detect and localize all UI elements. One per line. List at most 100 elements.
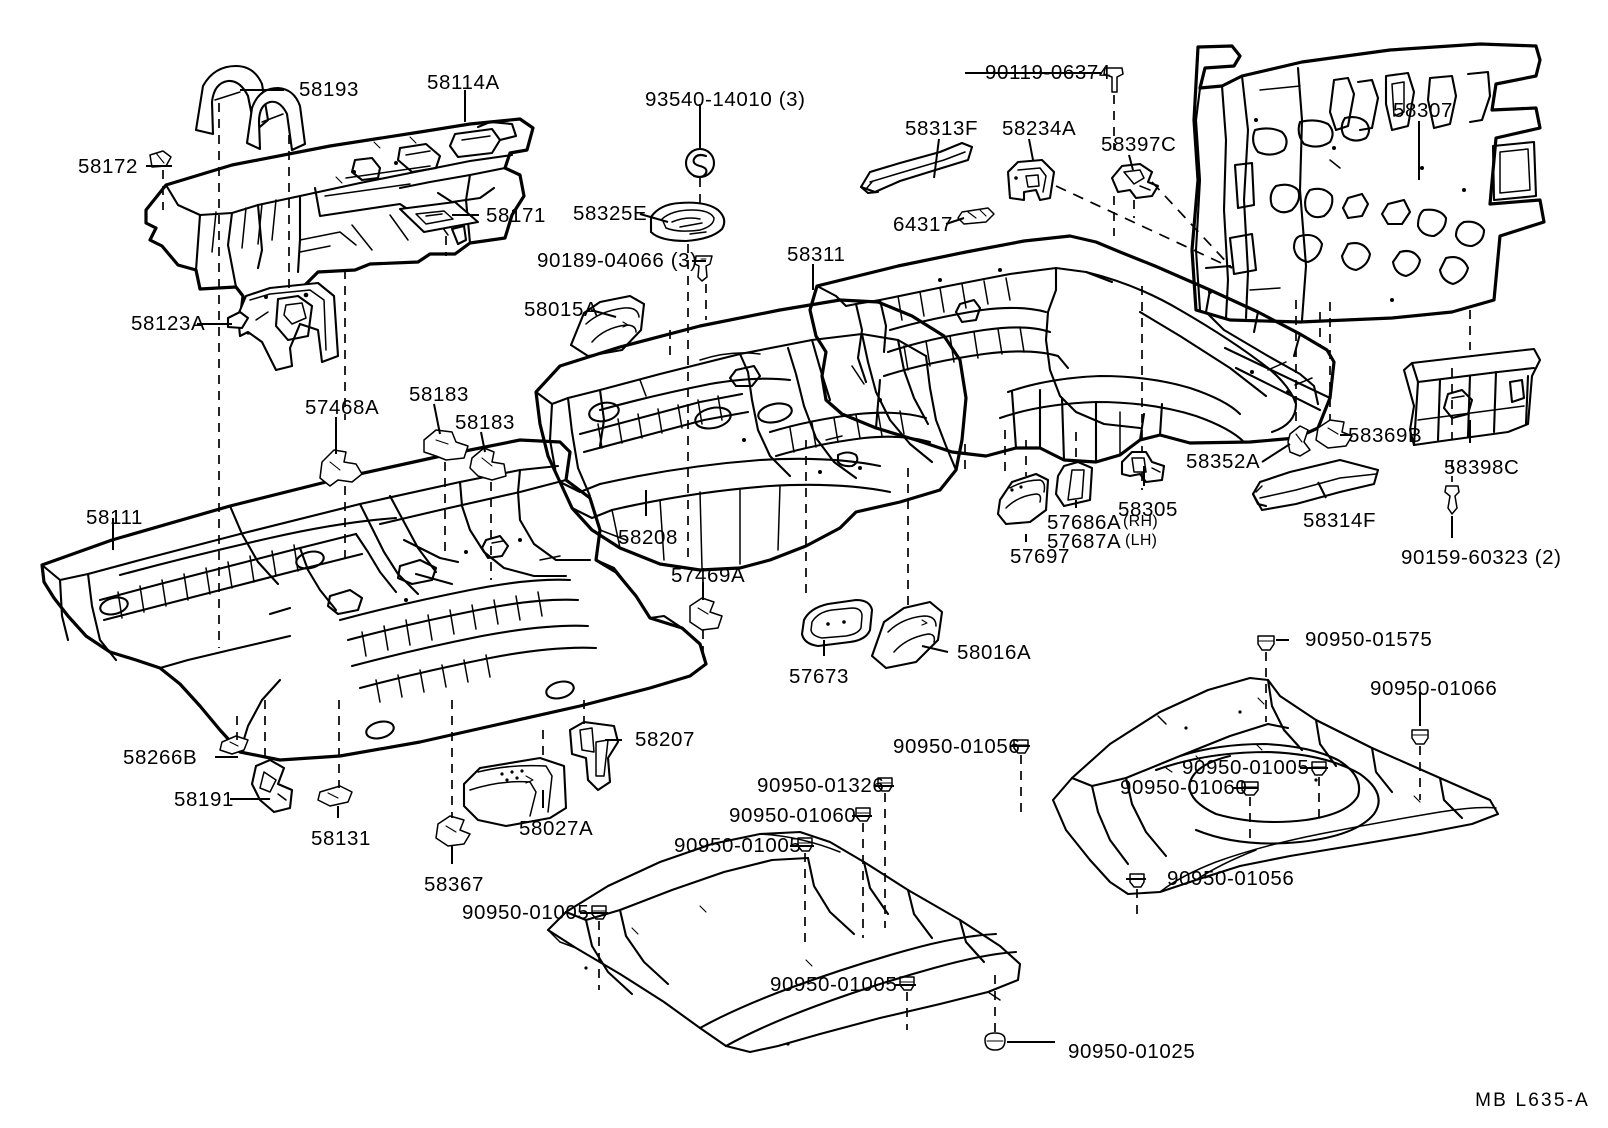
part-58131 (317, 785, 353, 807)
grommet-90950-01056-r1 (1129, 873, 1145, 920)
part-callout-58311: 58311 (787, 243, 846, 266)
part-58314F (1251, 458, 1380, 512)
grommet-90950-01005-r1 (1311, 761, 1327, 818)
part-58027A (462, 756, 568, 828)
part-callout-58171: 58171 (486, 204, 547, 227)
part-callout-58314f: 58314F (1303, 509, 1377, 532)
part-callout-rh: (RH) (1123, 513, 1158, 530)
front-floor-insulator (546, 830, 1022, 1054)
part-callout-93540-14010-3: 93540-14010 (3) (645, 88, 806, 111)
part-callout-58131: 58131 (311, 827, 372, 850)
part-callout-90950-01575: 90950-01575 (1305, 628, 1433, 651)
part-callout-90950-01025: 90950-01025 (1068, 1040, 1196, 1063)
part-58369B (1315, 419, 1353, 449)
part-90119-06374 (1103, 67, 1124, 150)
part-callout-90950-01056: 90950-01056 (893, 735, 1021, 758)
part-callout-90950-01005: 90950-01005 (1182, 756, 1310, 779)
part-58172 (149, 150, 172, 168)
part-callout-64317: 64317 (893, 213, 954, 236)
part-57673 (800, 598, 874, 648)
part-callout-58305: 58305 (1118, 498, 1179, 521)
part-callout-57469a: 57469A (671, 564, 746, 587)
part-callout-58266b: 58266B (123, 746, 198, 769)
grommet-90950-01326 (877, 777, 893, 928)
part-callout-90159-60323-2: 90159-60323 (2) (1401, 546, 1562, 569)
part-callout-58208: 58208 (618, 526, 679, 549)
grommet-90950-01025 (984, 968, 1006, 1051)
part-58171 (398, 200, 480, 246)
part-callout-58183: 58183 (409, 383, 470, 406)
part-58183-upper (423, 429, 469, 461)
part-callout-58111: 58111 (86, 506, 143, 529)
part-callout-90950-01056: 90950-01056 (1167, 867, 1295, 890)
part-58123A (226, 281, 340, 372)
part-callout-58123a: 58123A (131, 312, 206, 335)
part-58325E (649, 201, 726, 243)
part-58397C (1110, 162, 1160, 200)
part-callout-58325e: 58325E (573, 202, 648, 225)
part-callout-58114a: 58114A (427, 71, 500, 94)
part-57469A (689, 597, 723, 631)
grommet-90950-01060-r1 (1241, 781, 1259, 842)
part-58367 (435, 815, 471, 847)
part-callout-58191: 58191 (174, 788, 235, 811)
part-58111 (40, 438, 708, 762)
part-callout-90950-01060: 90950-01060 (729, 804, 857, 827)
part-58016A (870, 600, 944, 670)
part-callout-58397c: 58397C (1101, 133, 1177, 156)
part-callout-lh: (LH) (1125, 532, 1158, 549)
part-callout-57468a: 57468A (305, 396, 380, 419)
part-callout-58016a: 58016A (957, 641, 1032, 664)
part-callout-90950-01005: 90950-01005 (770, 973, 898, 996)
part-callout-58307: 58307 (1393, 99, 1454, 122)
part-58015A (569, 294, 646, 358)
leader-lines (112, 72, 1471, 1043)
part-58191 (250, 758, 294, 814)
part-90189-04066 (694, 255, 713, 282)
part-58311 (808, 234, 1336, 464)
part-58114A (144, 117, 535, 335)
part-58307 (1190, 42, 1546, 324)
part-callout-90950-01326: 90950-01326 (757, 774, 885, 797)
diagram-code: MB L635-A (1475, 1090, 1590, 1111)
part-callout-90950-01005: 90950-01005 (674, 834, 802, 857)
part-93540-14010-symbol (684, 104, 716, 179)
part-callout-58207: 58207 (635, 728, 696, 751)
part-callout-58369b: 58369B (1348, 424, 1423, 447)
part-callout-58027a: 58027A (519, 817, 594, 840)
part-58183-lower (469, 447, 507, 481)
part-callout-58183: 58183 (455, 411, 516, 434)
part-callout-58367: 58367 (424, 873, 485, 896)
grommet-90950-01060-l1 (855, 807, 871, 938)
part-callout-90950-01066: 90950-01066 (1370, 677, 1498, 700)
grommet-90950-01066 (1411, 694, 1429, 800)
part-64317 (957, 207, 995, 225)
part-callout-90950-01060: 90950-01060 (1120, 776, 1248, 799)
part-callout-58193: 58193 (299, 78, 360, 101)
part-callout-57697: 57697 (1010, 545, 1071, 568)
part-57468A (319, 449, 363, 487)
part-callout-90189-04066-3: 90189-04066 (3) (537, 249, 698, 272)
part-58193 (194, 64, 307, 152)
part-callout-58398c: 58398C (1444, 456, 1520, 479)
part-callout-58015a: 58015A (524, 298, 599, 321)
part-callout-57686a: 57686A (1047, 511, 1122, 534)
part-57686A-57687A (1054, 460, 1094, 508)
part-58234A (1006, 158, 1056, 202)
part-callout-57687a: 57687A (1047, 530, 1122, 553)
part-58352A (1287, 425, 1311, 457)
grommet-90950-01575 (1257, 635, 1275, 722)
assembly-dashed-lines (162, 103, 1471, 818)
part-callout-58172: 58172 (78, 155, 139, 178)
part-callout-90119-06374: 90119-06374 (985, 61, 1111, 84)
part-58313F (859, 141, 974, 195)
rear-floor-insulator (1051, 676, 1500, 896)
part-58207 (568, 720, 620, 792)
part-90159-60323 (1444, 460, 1460, 538)
part-58398C (1402, 347, 1542, 447)
part-callout-58234a: 58234A (1002, 117, 1077, 140)
part-callout-58313f: 58313F (905, 117, 979, 140)
part-callout-57673: 57673 (789, 665, 850, 688)
part-57697 (996, 472, 1050, 526)
